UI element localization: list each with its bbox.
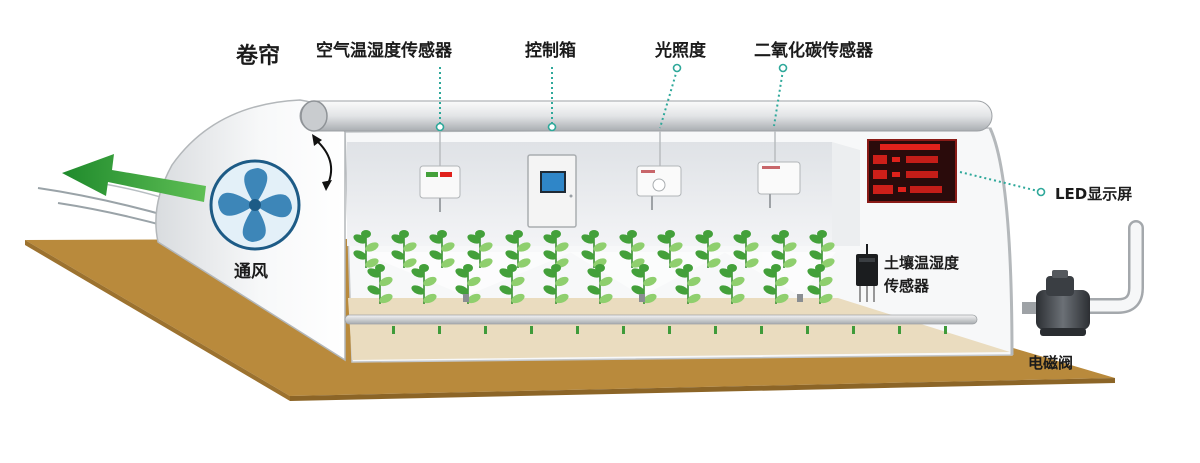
sprinkler-heads: [463, 294, 803, 302]
curtain-roller: [299, 100, 993, 132]
label-control-box: 控制箱: [525, 40, 576, 61]
plant: [429, 230, 455, 268]
drip-emitter: [576, 326, 579, 334]
plant: [505, 230, 531, 268]
label-co2-sensor: 二氧化碳传感器: [754, 40, 874, 61]
plant: [587, 264, 613, 304]
drip-emitter: [438, 326, 441, 334]
plant: [695, 230, 721, 268]
curtain-roll-arrow-icon: [312, 134, 332, 191]
plant: [733, 230, 759, 268]
drip-emitters: [392, 326, 947, 334]
label-soil-sensor-line1: 土壤温湿度: [884, 254, 960, 272]
plant: [353, 230, 379, 268]
fan-icon: [209, 159, 301, 251]
drip-emitter: [484, 326, 487, 334]
soil-sensor-icon: [856, 244, 878, 302]
plants: [353, 230, 835, 304]
drip-emitter: [714, 326, 717, 334]
drip-emitter: [944, 326, 947, 334]
plant: [631, 264, 657, 304]
label-light: 光照度: [654, 40, 707, 61]
label-ventilation: 通风: [234, 262, 268, 282]
drip-emitter: [760, 326, 763, 334]
plant: [391, 230, 417, 268]
plant: [543, 230, 569, 268]
plant: [763, 264, 789, 304]
plant: [807, 264, 833, 304]
plant: [675, 264, 701, 304]
drip-emitter: [622, 326, 625, 334]
led-display-icon: [867, 139, 957, 203]
label-led-display: LED显示屏: [1055, 185, 1132, 203]
plant: [809, 230, 835, 268]
label-air-sensor: 空气温湿度传感器: [316, 40, 453, 61]
control-box-icon: [527, 154, 577, 228]
label-soil-sensor-line2: 传感器: [883, 277, 930, 295]
co2-sensor-icon: [757, 131, 801, 208]
light-sensor-icon: [636, 131, 682, 210]
ventilation-arrow-icon: [62, 154, 206, 202]
plant: [619, 230, 645, 268]
drip-emitter: [806, 326, 809, 334]
plant: [719, 264, 745, 304]
drip-emitter: [668, 326, 671, 334]
plant: [411, 264, 437, 304]
plant: [771, 230, 797, 268]
air-sensor-icon: [419, 131, 461, 212]
plant: [499, 264, 525, 304]
drip-emitter: [392, 326, 395, 334]
label-solenoid-valve: 电磁阀: [1028, 354, 1073, 372]
label-curtain: 卷帘: [235, 43, 280, 69]
plant: [657, 230, 683, 268]
drip-emitter: [852, 326, 855, 334]
plant: [543, 264, 569, 304]
drip-pipe: [344, 314, 978, 325]
solenoid-valve-icon: [1022, 220, 1144, 336]
plant: [455, 264, 481, 304]
drip-emitter: [530, 326, 533, 334]
leader-lines: [435, 63, 1046, 197]
drip-emitter: [898, 326, 901, 334]
plant: [467, 230, 493, 268]
plant: [367, 264, 393, 304]
